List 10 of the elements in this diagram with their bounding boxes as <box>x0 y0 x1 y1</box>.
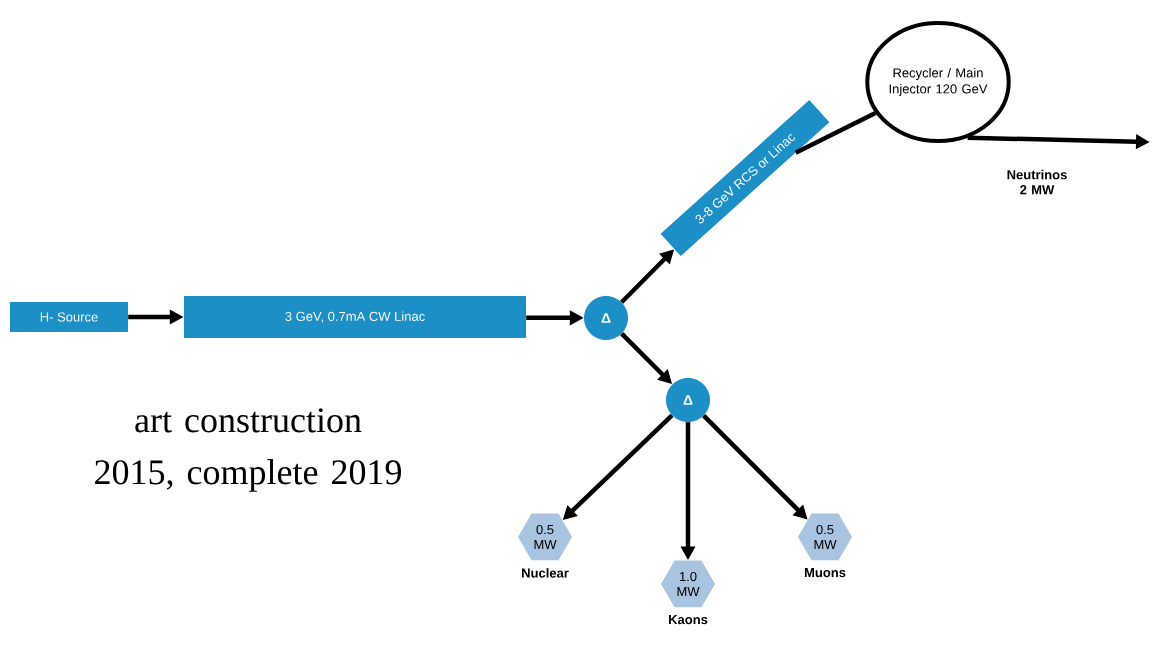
target-hexagon: 0.5 MW <box>518 513 572 561</box>
target-label: Nuclear <box>522 568 569 578</box>
target-label: Kaons <box>669 615 708 625</box>
target-hexagon: 0.5 MW <box>798 513 852 561</box>
linac-box: 3 GeV, 0.7mA CW Linac <box>184 296 526 338</box>
target-label: Muons <box>804 568 846 578</box>
edge-label: Neutrinos 2 MW <box>1007 169 1067 195</box>
target-hexagon: 1.0 MW <box>661 560 715 608</box>
note-text: art construction 2015, complete 2019 <box>95 408 401 492</box>
source-box: H- Source <box>10 302 128 332</box>
